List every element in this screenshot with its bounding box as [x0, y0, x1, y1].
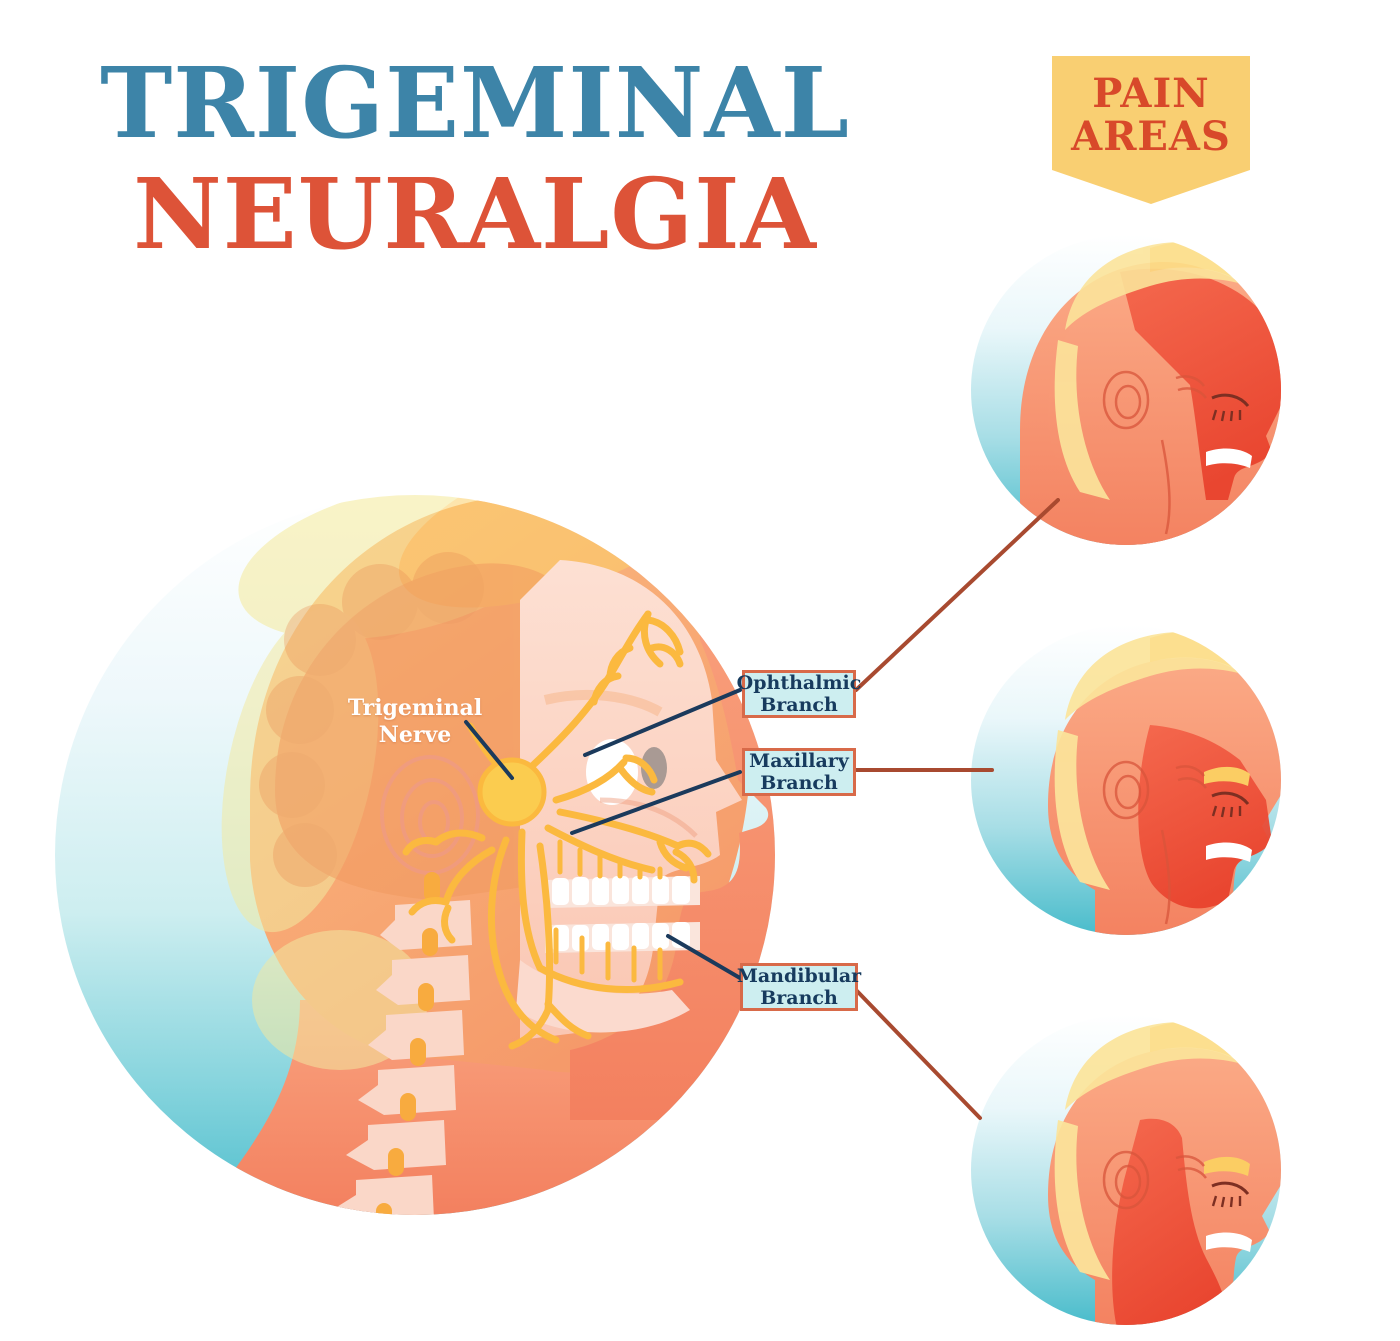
pain-areas-line-1: PAIN — [1092, 70, 1210, 117]
label-mandibular-line-2: Branch — [760, 987, 838, 1009]
pointer-trigeminal-nerve — [464, 720, 514, 780]
pointer-ophthalmic — [583, 688, 742, 757]
title-line-2: NEURALGIA — [133, 157, 817, 271]
label-ophthalmic-line-2: Branch — [760, 694, 838, 716]
leader-ophthalmic — [854, 498, 1060, 692]
trigeminal-nerve-network — [402, 610, 712, 1050]
label-mandibular-branch[interactable]: Mandibular Branch — [736, 963, 862, 1011]
page-title: TRIGEMINAL NEURALGIA — [60, 55, 890, 263]
label-mandibular-line-1: Mandibular — [736, 964, 862, 987]
pointer-maxillary — [570, 770, 742, 835]
maxillary-pain-head — [971, 625, 1281, 935]
label-maxillary-line-1: Maxillary — [749, 749, 849, 772]
pain-areas-notch — [1052, 170, 1250, 205]
label-maxillary-line-2: Branch — [760, 772, 838, 794]
mandibular-pain-head — [971, 1015, 1281, 1325]
trigeminal-nerve-label-line-2: Nerve — [378, 721, 452, 748]
teeth — [545, 876, 700, 953]
title-line-1: TRIGEMINAL — [100, 46, 850, 160]
pain-areas-banner: PAIN AREAS — [1052, 56, 1250, 205]
leader-mandibular — [854, 988, 982, 1120]
pointer-lines — [464, 688, 742, 980]
pain-areas-line-2: AREAS — [1071, 113, 1231, 161]
label-ophthalmic-branch[interactable]: Ophthalmic Branch — [737, 670, 861, 718]
label-maxillary-branch[interactable]: Maxillary Branch — [742, 748, 856, 796]
leader-lines — [854, 498, 1060, 1120]
pain-areas-box: PAIN AREAS — [1052, 56, 1250, 171]
pointer-mandibular — [666, 934, 742, 980]
trigeminal-nerve-label: Trigeminal Nerve — [330, 695, 500, 749]
trigeminal-nerve-label-line-1: Trigeminal — [347, 695, 483, 721]
main-head-illustration — [55, 495, 775, 1215]
label-ophthalmic-line-1: Ophthalmic — [736, 671, 862, 694]
cervical-spine — [332, 872, 472, 1215]
ophthalmic-pain-head — [971, 235, 1281, 545]
